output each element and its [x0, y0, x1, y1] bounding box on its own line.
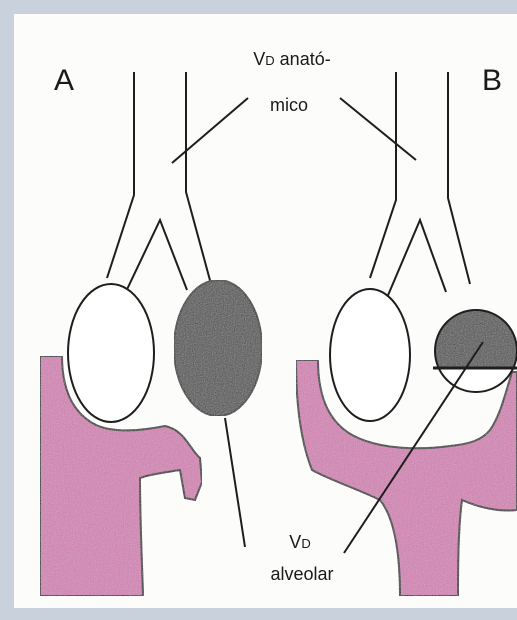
alveolus-ventilated-b: [330, 289, 410, 421]
label-anatomic-dead-space: VD anató-: [232, 50, 352, 68]
label-alveolar-sub: D: [301, 536, 310, 551]
panel-b: [296, 72, 517, 596]
alveolus-unperfused-a: [174, 280, 262, 416]
label-alveolar-line2: alveolar: [252, 565, 352, 583]
label-anatomic-sub: D: [265, 53, 274, 68]
figure-frame: A B VD anató- mico VD alveolar: [14, 14, 517, 608]
panel-label-a: A: [54, 66, 74, 96]
label-alveolar-v: V: [289, 532, 301, 552]
airway-b: [370, 72, 470, 300]
label-alveolar-dead-space: VD: [270, 533, 330, 551]
panel-label-b: B: [482, 66, 502, 96]
capillary-b: [296, 360, 517, 596]
airway-a: [107, 72, 211, 300]
label-anatomic-rest: anató-: [275, 49, 331, 69]
label-anatomic-v: V: [253, 49, 265, 69]
alveolus-ventilated-a: [68, 284, 154, 422]
panel-a: [40, 72, 262, 596]
label-anatomic-line2: mico: [244, 96, 334, 114]
